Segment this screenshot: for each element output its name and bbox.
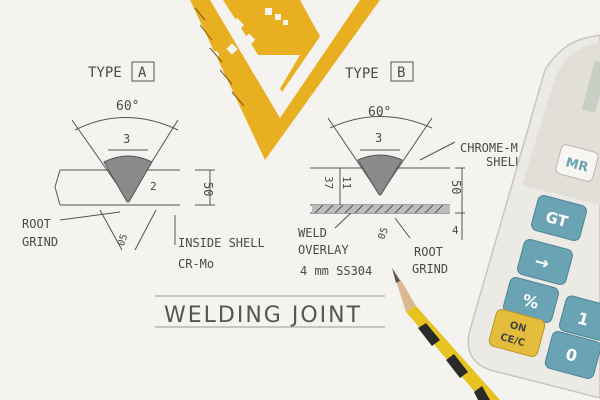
dim-11: 11: [340, 176, 353, 189]
inside-shell-line1: INSIDE SHELL: [178, 236, 265, 250]
angle-b-label: 60°: [368, 105, 391, 120]
key-on-ce[interactable]: ON CE/C: [488, 308, 546, 358]
root-grind-a-line1: ROOT: [22, 217, 51, 231]
root-grind-b-line2: GRIND: [412, 262, 448, 276]
root-grind-a-line2: GRIND: [22, 235, 58, 249]
dim-37: 37: [322, 176, 335, 189]
weld-overlay-line3: 4 mm SS304: [300, 264, 372, 278]
type-a-label: TYPE: [88, 65, 122, 81]
type-b-label: TYPE: [345, 66, 379, 82]
dim-3a: 3: [123, 132, 130, 146]
key-zero-label: 0: [564, 344, 580, 365]
type-a-box: [131, 61, 155, 82]
key-mr-label: MR: [564, 155, 590, 175]
key-one-label: 1: [575, 308, 591, 329]
key-gt-label: GT: [544, 208, 571, 231]
weld-overlay-line2: OVERLAY: [298, 243, 349, 257]
type-b-box: [390, 61, 414, 82]
pencil: [392, 268, 500, 400]
dim-2: 2: [150, 180, 157, 193]
inside-shell-line2: CR-Mo: [178, 257, 214, 271]
dim-4: 4: [452, 224, 459, 237]
type-a-box-letter: A: [138, 65, 147, 81]
chrome-shell-line1: CHROME-M: [460, 141, 518, 155]
drawing-title: WELDING JOINT: [164, 303, 362, 328]
type-b-box-letter: B: [397, 65, 405, 81]
yellow-drafting-template: [190, 0, 380, 160]
chrome-shell-line2: SHELL: [486, 155, 522, 169]
key-mr[interactable]: MR: [555, 144, 599, 183]
key-one[interactable]: 1: [558, 295, 600, 342]
root-grind-b-line1: ROOT: [414, 245, 443, 259]
weld-overlay-strip: [312, 205, 450, 213]
key-on-label: ON: [508, 320, 527, 335]
key-percent[interactable]: %: [502, 276, 560, 324]
key-percent-label: %: [520, 290, 540, 313]
dim-05a: 05: [116, 233, 130, 248]
key-gt[interactable]: GT: [530, 194, 588, 242]
angle-a-label: 60°: [116, 99, 139, 114]
dim-3b: 3: [375, 131, 382, 145]
dim-50b: 50: [449, 180, 463, 194]
overlay-hatch: [314, 204, 444, 214]
key-zero[interactable]: 0: [544, 330, 600, 380]
weld-bead-type-b: [357, 154, 403, 196]
dim-50a: 50: [201, 182, 215, 196]
weld-overlay-line1: WELD: [298, 226, 327, 240]
key-arrow-label: →: [532, 252, 551, 275]
key-arrow[interactable]: →: [516, 238, 574, 286]
weld-bead-type-a: [103, 155, 153, 203]
dim-05b: 05: [377, 226, 391, 241]
